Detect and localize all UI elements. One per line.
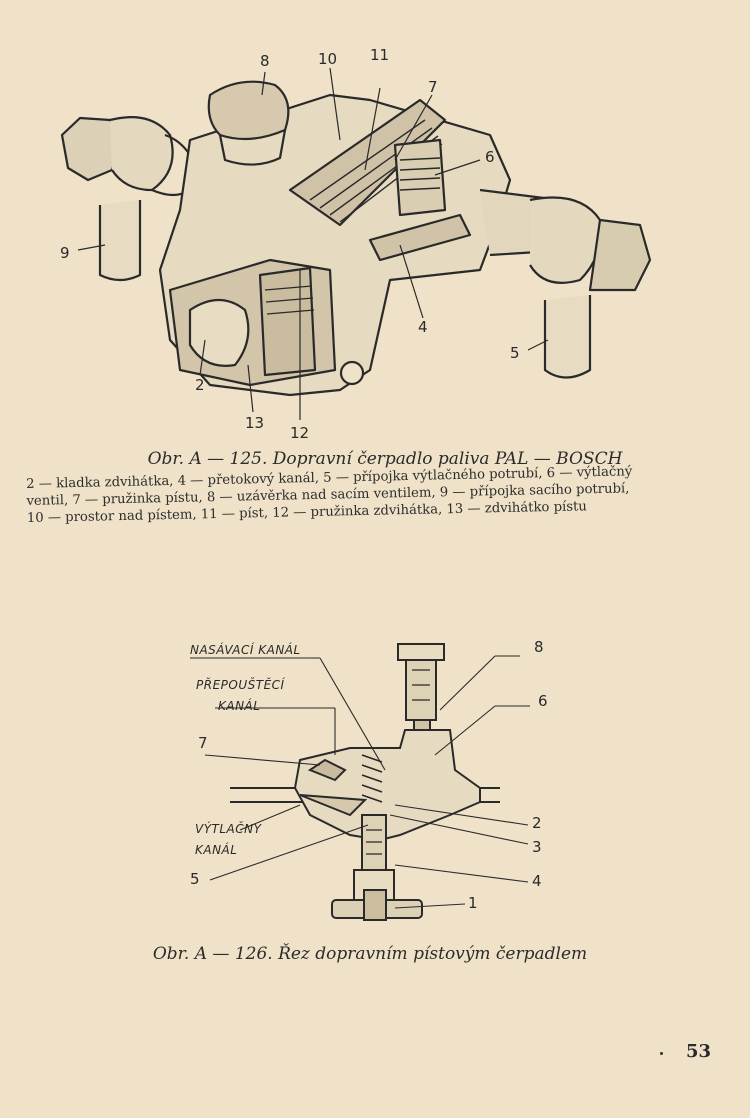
callout-12: 12 xyxy=(290,424,309,442)
callout-7: 7 xyxy=(198,734,208,752)
fuel-pump-illustration: 8 10 11 7 6 9 4 5 2 13 12 xyxy=(60,46,652,442)
figure-125-caption: Obr. A — 125. Dopravní čerpadlo paliva P… xyxy=(147,449,623,469)
callout-10: 10 xyxy=(318,50,337,68)
callout-4: 4 xyxy=(532,872,542,890)
pump-cross-section-diagram: NASÁVACÍ KANÁL PŘEPOUŠTĚCÍ KANÁL VÝTLAČN… xyxy=(190,638,548,921)
callout-2: 2 xyxy=(532,814,542,832)
page-number: 53 xyxy=(686,1041,712,1062)
callout-3: 3 xyxy=(532,838,542,856)
callout-2: 2 xyxy=(195,376,205,394)
callout-6: 6 xyxy=(538,692,548,710)
label-vytlacny-line1: VÝTLAČNÝ xyxy=(195,821,263,836)
callout-13: 13 xyxy=(245,414,264,432)
figure-125-legend: 2 — kladka zdvihátka, 4 — přetokový kaná… xyxy=(26,462,717,527)
callout-8: 8 xyxy=(534,638,544,656)
callout-9: 9 xyxy=(60,244,70,262)
label-nasavaci-kanal: NASÁVACÍ KANÁL xyxy=(190,642,301,657)
label-prepoustec-line1: PŘEPOUŠTĚCÍ xyxy=(196,677,286,692)
callout-5: 5 xyxy=(190,870,200,888)
callout-8: 8 xyxy=(260,52,270,70)
label-vytlacny-line2: KANÁL xyxy=(195,842,237,857)
figure-126-caption: Obr. A — 126. Řez dopravním pístovým čer… xyxy=(152,944,588,964)
callout-5: 5 xyxy=(510,344,520,362)
callout-4: 4 xyxy=(418,318,428,336)
callout-6: 6 xyxy=(485,148,495,166)
callout-1: 1 xyxy=(468,894,478,912)
page-mark xyxy=(660,1052,663,1055)
label-prepoustec-line2: KANÁL xyxy=(218,698,260,713)
callout-7: 7 xyxy=(428,78,438,96)
callout-11: 11 xyxy=(370,46,389,64)
